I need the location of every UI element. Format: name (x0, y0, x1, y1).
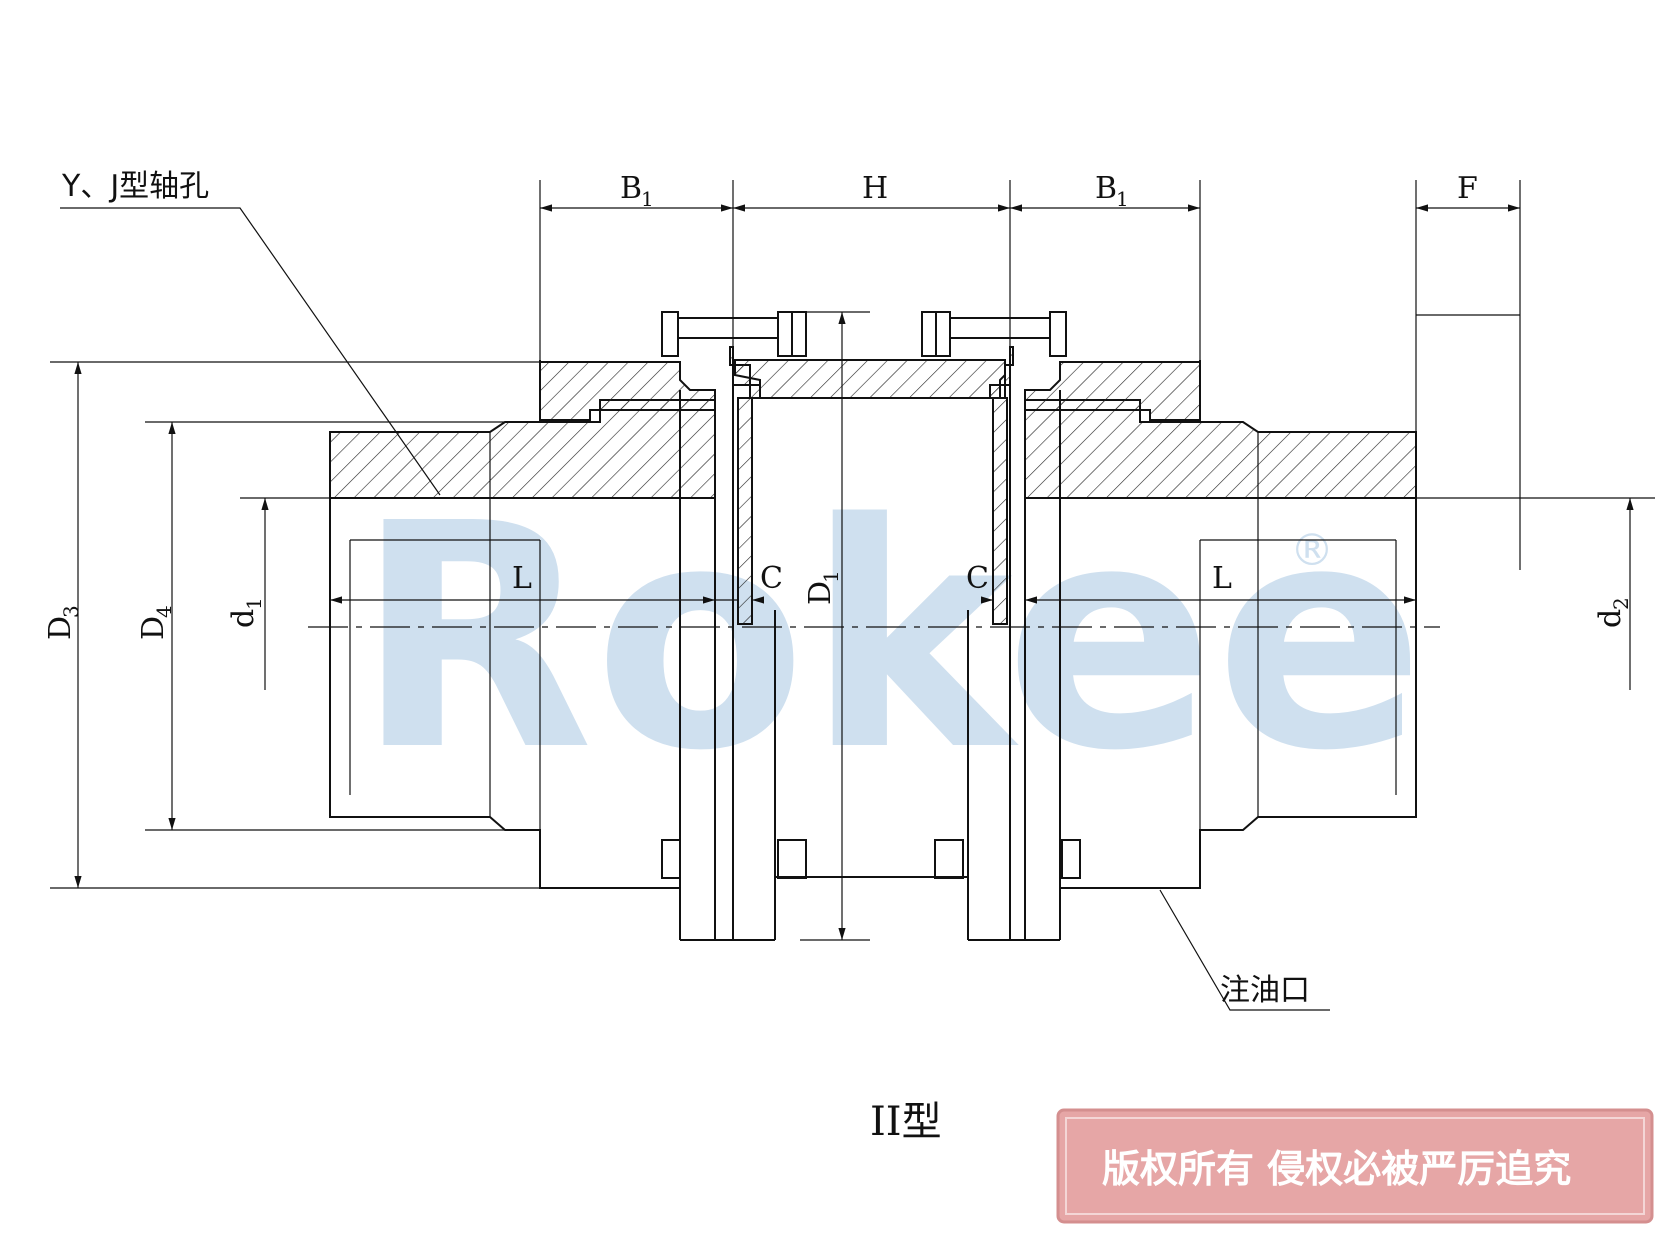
left-hub-section (329, 399, 716, 499)
label-b1-right-sub: 1 (1116, 187, 1129, 211)
watermark: Rokee ® (355, 458, 1425, 819)
label-d2-sub: 2 (1609, 597, 1633, 610)
label-l-left: L (512, 561, 532, 596)
watermark-registered: ® (1290, 525, 1334, 576)
label-c-left: C (760, 561, 783, 596)
label-d2: d (1593, 609, 1628, 628)
label-c-right: C (966, 561, 989, 596)
copyright-badge: 版权所有 侵权必被严厉追究 (1056, 1108, 1654, 1224)
label-d3-sub: 3 (59, 605, 83, 618)
label-d1-small: d (226, 609, 261, 628)
right-spacer-plate (992, 397, 1008, 625)
watermark-brand: Rokee (355, 458, 1425, 819)
label-b1-left: B (620, 171, 642, 206)
left-top-bolt (661, 311, 807, 357)
right-top-bolt (921, 311, 1067, 357)
dimension-lines (50, 180, 1655, 1011)
type-title: II型 (870, 1099, 942, 1145)
label-h: H (862, 171, 888, 206)
label-d4-sub: 4 (152, 605, 176, 618)
label-oil-port: 注油口 (1220, 973, 1310, 1008)
label-d1-cap: D (803, 581, 838, 605)
label-d3: D (43, 616, 78, 640)
label-f: F (1457, 171, 1478, 206)
right-hub-section (1024, 399, 1417, 499)
label-d4: D (136, 616, 171, 640)
label-b1-left-sub: 1 (641, 187, 654, 211)
left-spacer-plate (737, 397, 753, 625)
right-hub-lower (1025, 497, 1417, 889)
center-spacer-body (734, 359, 1006, 399)
label-d1-cap-sub: 1 (819, 570, 843, 583)
label-b1-right: B (1095, 171, 1117, 206)
label-l-right: L (1212, 561, 1232, 596)
dimension-labels: Y、J型轴孔 B 1 H B 1 F L C C L D 1 D 3 D 4 d… (43, 169, 1633, 1145)
label-shaft-hole: Y、J型轴孔 (61, 169, 209, 204)
lower-bolts (661, 839, 1081, 879)
copyright-text: 版权所有 侵权必被严厉追究 (1102, 1147, 1571, 1191)
label-d1-small-sub: 1 (242, 597, 266, 610)
